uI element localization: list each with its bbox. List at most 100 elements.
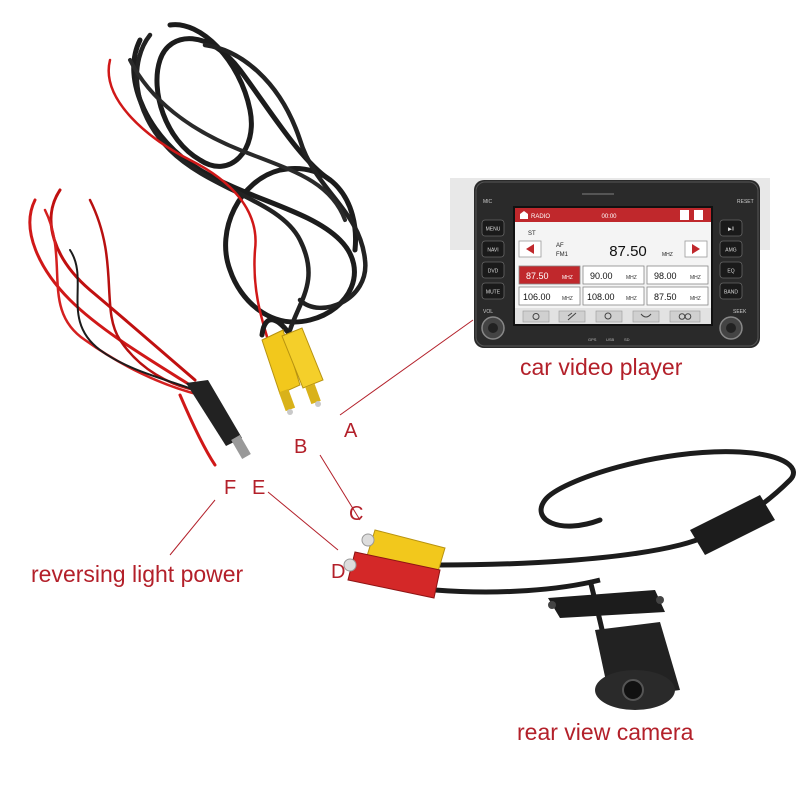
rca-plug-yellow-b xyxy=(281,327,324,389)
band-button-label: BAND xyxy=(724,290,738,296)
rca-tip xyxy=(278,388,296,412)
rca-plugs-camera-side xyxy=(343,529,446,599)
unit-body-edge xyxy=(475,181,759,347)
preset-button[interactable] xyxy=(518,286,581,306)
preset-grid: 87.50 MHZ 90.00 MHZ 98.00 MHZ 106.00 MHZ… xyxy=(518,265,709,306)
dc-plug-tip xyxy=(231,434,251,460)
camera-cable-lower xyxy=(434,577,601,595)
play-pause-icon: ▶‖ xyxy=(728,227,734,233)
menu-button[interactable] xyxy=(481,219,505,237)
preset-unit: MHZ xyxy=(562,275,573,281)
cable-loop xyxy=(128,58,347,222)
frequency-display: 87.50 xyxy=(609,243,647,260)
preset-unit: MHZ xyxy=(562,296,573,302)
preset-button[interactable] xyxy=(518,265,581,285)
cable-loop xyxy=(154,22,333,183)
amg-button[interactable] xyxy=(719,240,743,258)
radio-screen: RADIO 00:00 ST AF FM1 87.50 MHZ 87.50 MH… xyxy=(513,206,713,326)
ground-wire xyxy=(69,249,201,393)
back-icon[interactable] xyxy=(694,210,703,220)
reversing-light-power-label: reversing light power xyxy=(31,561,244,587)
prev-arrow-icon xyxy=(526,244,534,254)
car-video-player-label: car video player xyxy=(520,354,683,380)
pointer-line-b-c xyxy=(319,454,361,521)
preset-value: 108.00 xyxy=(587,292,615,302)
amg-button-label: AMG xyxy=(725,248,737,254)
right-button-column: ▶‖ AMG EQ BAND xyxy=(719,219,743,300)
sd-slot-label: SD xyxy=(624,337,630,342)
screen-source-label: RADIO xyxy=(531,214,550,220)
trigger-wire-red xyxy=(107,58,270,342)
mute-button-label: MUTE xyxy=(486,290,501,296)
preset-unit: MHZ xyxy=(690,275,701,281)
preset-button[interactable] xyxy=(582,286,645,306)
preset-value: 98.00 xyxy=(654,271,677,281)
car-video-player: MIC RESET MENU NAVI DVD MUTE ▶‖ AMG EQ B… xyxy=(450,178,770,348)
mic-label: MIC xyxy=(483,199,493,205)
screen-toolbar xyxy=(515,308,711,324)
extension-cable-coil xyxy=(107,22,368,342)
connector-label-d: D xyxy=(331,561,346,583)
cable-loop xyxy=(202,42,368,311)
preset-value: 87.50 xyxy=(526,271,549,281)
dvd-button[interactable] xyxy=(481,261,505,279)
play-pause-button[interactable] xyxy=(719,219,743,237)
toolbar-button[interactable] xyxy=(522,310,550,323)
radio-icon xyxy=(532,313,540,320)
mute-button[interactable] xyxy=(481,282,505,300)
camera-cable xyxy=(437,449,796,568)
settings-icon[interactable] xyxy=(680,210,689,220)
connector-label-a: A xyxy=(344,420,358,442)
reset-label: RESET xyxy=(737,199,754,205)
dc-power-plug xyxy=(186,380,251,460)
preset-value: 106.00 xyxy=(523,292,551,302)
preset-value: 87.50 xyxy=(654,292,677,302)
cable-tail xyxy=(259,317,293,338)
seek-label: SEEK xyxy=(733,309,747,315)
eq-button[interactable] xyxy=(719,261,743,279)
preset-button[interactable] xyxy=(646,286,709,306)
power-wire xyxy=(28,198,192,387)
preset-button[interactable] xyxy=(646,265,709,285)
frequency-unit: MHZ xyxy=(662,252,673,258)
rca-socket xyxy=(361,533,375,547)
preset-button[interactable] xyxy=(582,265,645,285)
preset-unit: MHZ xyxy=(690,296,701,302)
power-wire xyxy=(43,208,202,397)
loop-icon xyxy=(684,313,692,320)
pointer-lines xyxy=(169,319,474,556)
dc-plug-body xyxy=(186,380,242,446)
pointer-line-e-d xyxy=(267,491,339,551)
camera-mount-bracket xyxy=(548,590,665,618)
connector-label-f: F xyxy=(224,477,237,499)
screen-header xyxy=(515,208,711,222)
rca-tip xyxy=(305,383,321,405)
navi-button-label: NAVI xyxy=(487,248,498,254)
preset-unit: MHZ xyxy=(626,296,637,302)
power-wire xyxy=(88,198,197,392)
rear-view-camera-label: rear view camera xyxy=(517,719,694,745)
connector-label-e: E xyxy=(252,477,266,499)
navi-button[interactable] xyxy=(481,240,505,258)
band-button[interactable] xyxy=(719,282,743,300)
preset-value: 90.00 xyxy=(590,271,613,281)
mount-hole xyxy=(548,601,556,609)
camera-cable-connector xyxy=(690,495,775,555)
vol-label: VOL xyxy=(483,309,493,315)
home-icon[interactable] xyxy=(520,211,528,219)
reversing-power-cable xyxy=(28,188,217,467)
pointer-line-f xyxy=(169,499,216,556)
connector-label-b: B xyxy=(294,436,308,458)
rca-pin xyxy=(287,409,293,415)
stereo-indicator: ST xyxy=(528,231,536,237)
scan-icon xyxy=(567,312,577,321)
toolbar-button[interactable] xyxy=(595,310,623,323)
menu-button-label: MENU xyxy=(486,227,501,233)
search-icon xyxy=(604,312,612,320)
seek-knob-center xyxy=(726,323,736,333)
power-wire xyxy=(49,188,197,382)
rca-plug-yellow-a xyxy=(261,329,301,395)
af-indicator: AF xyxy=(556,243,564,249)
cable-loop xyxy=(131,37,359,325)
